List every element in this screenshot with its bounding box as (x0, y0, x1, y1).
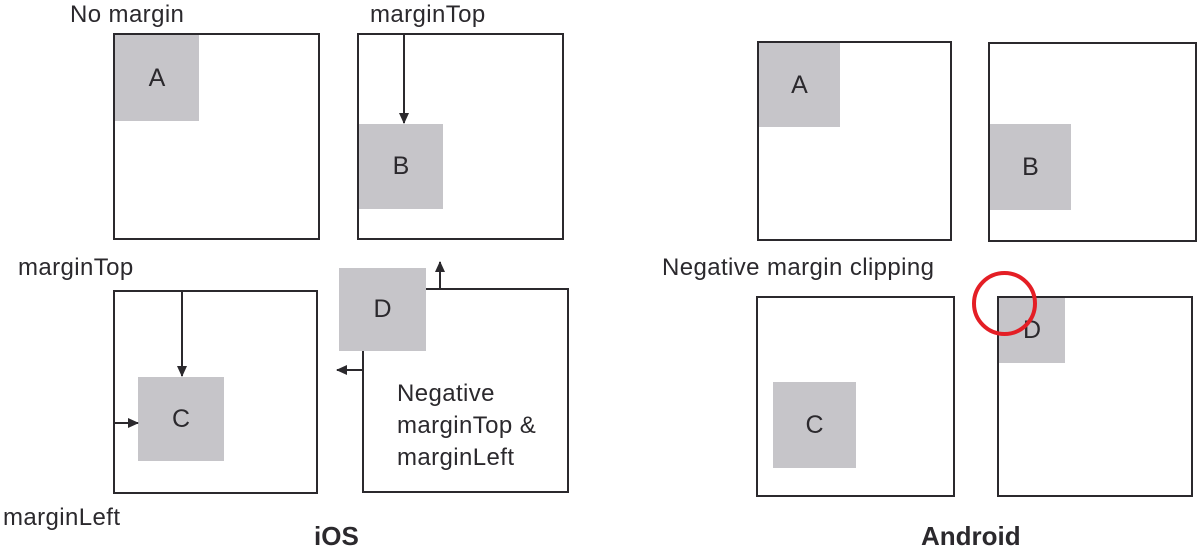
arrow-down-icon (177, 292, 187, 377)
margin-top-label-2: marginTop (18, 254, 134, 281)
square-b-android: B (990, 124, 1071, 210)
margin-left-label: marginLeft (3, 504, 121, 531)
android-section-label: Android (921, 521, 1021, 551)
negative-note-line-1: Negative (397, 380, 495, 407)
square-c-android: C (773, 382, 856, 468)
square-d: D (339, 268, 426, 351)
square-a-label: A (148, 63, 166, 92)
android-box-b: B (988, 42, 1197, 242)
android-box-a: A (757, 41, 952, 241)
square-a-android: A (759, 43, 840, 127)
square-d-label: D (373, 295, 392, 323)
ios-no-margin-box: A (113, 33, 320, 240)
arrow-up-icon (435, 261, 445, 288)
negative-note-line-3: marginLeft (397, 444, 515, 471)
margin-top-label-1: marginTop (370, 1, 486, 28)
square-c: C (138, 377, 224, 461)
arrow-right-icon (115, 418, 139, 428)
negative-note-line-2: marginTop & (397, 412, 537, 439)
arrow-left-icon (336, 365, 362, 375)
square-c-android-label: C (805, 410, 824, 439)
square-b-label: B (392, 152, 410, 180)
ios-margin-top-box: B (357, 33, 564, 240)
negative-margin-note: Negative marginTop & marginLeft (397, 378, 536, 474)
ios-section-label: iOS (314, 521, 359, 551)
square-b-android-label: B (1022, 152, 1039, 181)
arrow-down-icon (399, 35, 409, 124)
no-margin-label: No margin (70, 1, 185, 28)
square-b: B (359, 124, 443, 209)
square-a: A (115, 35, 199, 121)
square-a-android-label: A (791, 70, 808, 99)
ios-margin-top-left-box: C (113, 290, 318, 494)
android-box-d: D (997, 296, 1193, 497)
square-c-label: C (171, 404, 191, 433)
negative-margin-clipping-label: Negative margin clipping (662, 254, 935, 281)
clipping-highlight-circle-icon (972, 271, 1037, 336)
android-box-c: C (756, 296, 955, 497)
